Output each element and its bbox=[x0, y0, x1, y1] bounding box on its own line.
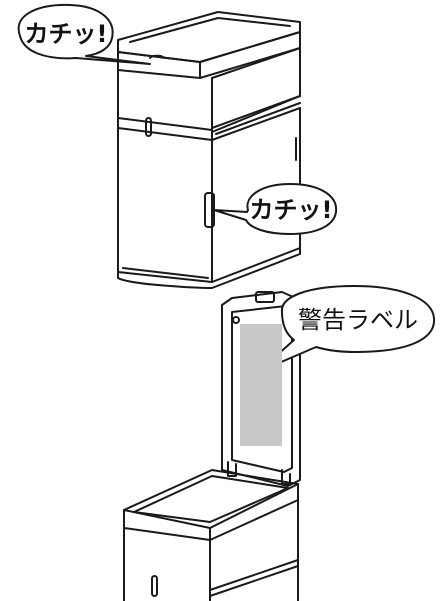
closed-upper-body bbox=[117, 69, 213, 141]
open-container-rim bbox=[123, 469, 299, 529]
callout-bubble-side bbox=[213, 183, 338, 235]
closed-base bbox=[117, 247, 301, 289]
closed-unit bbox=[117, 11, 301, 289]
closed-lid-latch bbox=[149, 54, 165, 59]
open-lid-hinge bbox=[255, 291, 275, 303]
closed-front-slot bbox=[145, 117, 152, 137]
callout-bubble-top bbox=[17, 3, 151, 65]
open-front-slot bbox=[151, 575, 158, 597]
callout-text-warning: 警告ラベル bbox=[298, 306, 418, 334]
warning-label-area bbox=[240, 324, 282, 446]
closed-lower-body bbox=[117, 127, 213, 283]
callout-text-side: カチッ! bbox=[250, 196, 333, 224]
callout-text-top: カチッ! bbox=[25, 20, 108, 48]
callout-bubble-warning bbox=[257, 285, 436, 373]
